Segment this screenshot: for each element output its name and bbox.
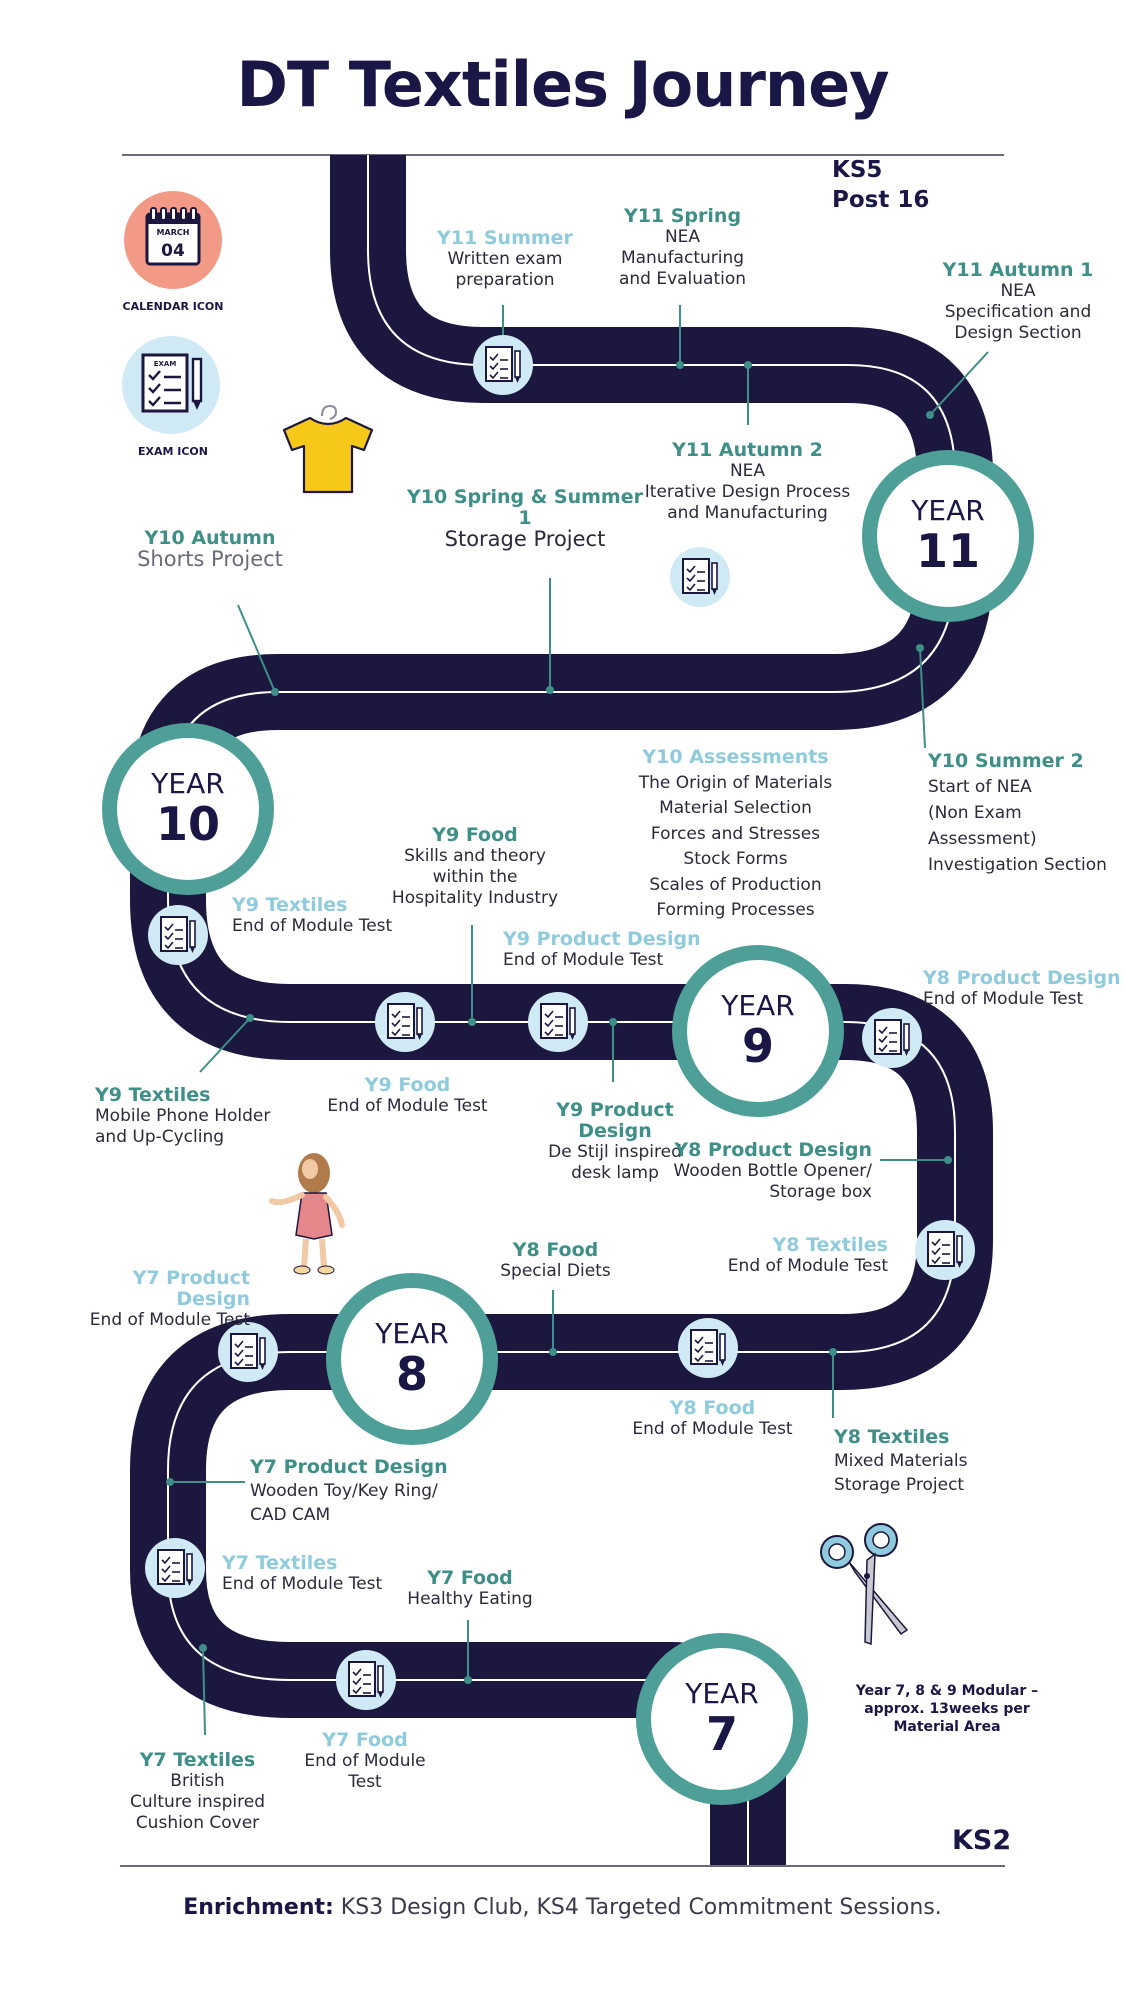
- enrichment-label: Enrichment:: [183, 1895, 334, 1920]
- exam-legend-icon: EXAM: [122, 336, 220, 434]
- enrichment-footer: Enrichment: KS3 Design Club, KS4 Targete…: [0, 1895, 1125, 1920]
- svg-text:EXAM: EXAM: [154, 360, 177, 368]
- milestone-y7-textiles-project: Y7 Textiles British Culture inspired Cus…: [129, 1749, 266, 1834]
- milestone-y11-spring: Y11 Spring NEA Manufacturing and Evaluat…: [618, 205, 747, 290]
- svg-text:04: 04: [161, 241, 185, 261]
- ks2-label: KS2: [952, 1825, 1012, 1856]
- connector-dots: [166, 361, 952, 1684]
- milestone-y10-summer-2: Y10 Summer 2 Start of NEA (Non Exam Asse…: [928, 750, 1107, 875]
- exam-icon: [914, 1219, 976, 1281]
- exam-icon: [472, 334, 534, 396]
- calendar-icon: MARCH 04: [124, 191, 222, 289]
- enrichment-text: KS3 Design Club, KS4 Targeted Commitment…: [333, 1895, 942, 1920]
- milestone-y10-assessments: Y10 Assessments The Origin of Materials …: [638, 746, 833, 920]
- milestone-y7-food-test: Y7 Food End of Module Test: [304, 1729, 426, 1793]
- milestone-y9-food-skills: Y9 Food Skills and theory within the Hos…: [391, 824, 559, 909]
- milestone-y8-textiles-test: Y8 Textiles End of Module Test: [727, 1234, 888, 1277]
- milestone-y7-food-project: Y7 Food Healthy Eating: [407, 1567, 533, 1610]
- exam-icon-label: EXAM ICON: [137, 445, 208, 458]
- exam-icon: [861, 1007, 923, 1069]
- page-title: DT Textiles Journey: [236, 48, 889, 121]
- exam-icon: [217, 1321, 279, 1383]
- milestone-y7-pd-test: Y7 Product Design End of Module Test: [89, 1267, 250, 1331]
- milestone-y9-pd-test: Y9 Product Design End of Module Test: [503, 928, 701, 971]
- exam-icon: [335, 1649, 397, 1711]
- exam-icon: [147, 904, 209, 966]
- milestone-y8-textiles-project: Y8 Textiles Mixed Materials Storage Proj…: [834, 1426, 968, 1495]
- ks5-label: KS5 Post 16: [832, 157, 930, 213]
- milestone-y9-food-test: Y9 Food End of Module Test: [327, 1074, 488, 1117]
- milestone-y11-autumn-2: Y11 Autumn 2 NEA Iterative Design Proces…: [644, 439, 851, 524]
- bottom-divider: [120, 1865, 1005, 1867]
- milestone-y8-pd-project: Y8 Product Design Wooden Bottle Opener/ …: [673, 1139, 872, 1203]
- milestone-y9-textiles-project: Y9 Textiles Mobile Phone Holder and Up-C…: [95, 1084, 271, 1148]
- milestone-y8-food-test: Y8 Food End of Module Test: [632, 1397, 793, 1440]
- milestone-y7-textiles-test: Y7 Textiles End of Module Test: [222, 1552, 383, 1595]
- tshirt-icon: [282, 404, 374, 494]
- milestone-y11-autumn-1: Y11 Autumn 1 NEA Specification and Desig…: [942, 259, 1094, 344]
- milestone-y8-pd-test: Y8 Product Design End of Module Test: [923, 967, 1121, 1010]
- milestone-y10-spring-summer-1: Y10 Spring & Summer 1 Storage Project: [407, 486, 643, 551]
- calendar-icon-label: CALENDAR ICON: [122, 300, 224, 313]
- milestone-y11-summer: Y11 Summer Written exam preparation: [437, 227, 573, 291]
- exam-icon: [144, 1537, 206, 1599]
- scissors-icon: [820, 1523, 909, 1646]
- exam-icon: [677, 1317, 739, 1379]
- milestone-y8-food-project: Y8 Food Special Diets: [500, 1239, 611, 1282]
- exam-icon: [374, 991, 436, 1053]
- girl-illustration: [269, 1153, 345, 1275]
- connector-lines: [170, 305, 989, 1736]
- svg-text:MARCH: MARCH: [157, 228, 190, 237]
- milestone-y7-pd-project: Y7 Product Design Wooden Toy/Key Ring/ C…: [250, 1456, 448, 1525]
- top-divider: [122, 154, 1004, 156]
- milestone-y9-pd-project: Y9 Product Design De Stijl inspired desk…: [548, 1099, 682, 1184]
- modular-note: Year 7, 8 & 9 Modular – approx. 13weeks …: [855, 1683, 1039, 1735]
- milestone-y10-autumn: Y10 Autumn Shorts Project: [137, 527, 283, 571]
- exam-icon: [527, 991, 589, 1053]
- milestone-y9-textiles-test: Y9 Textiles End of Module Test: [232, 894, 393, 937]
- road-line: [167, 155, 956, 1865]
- exam-icon: [669, 546, 731, 608]
